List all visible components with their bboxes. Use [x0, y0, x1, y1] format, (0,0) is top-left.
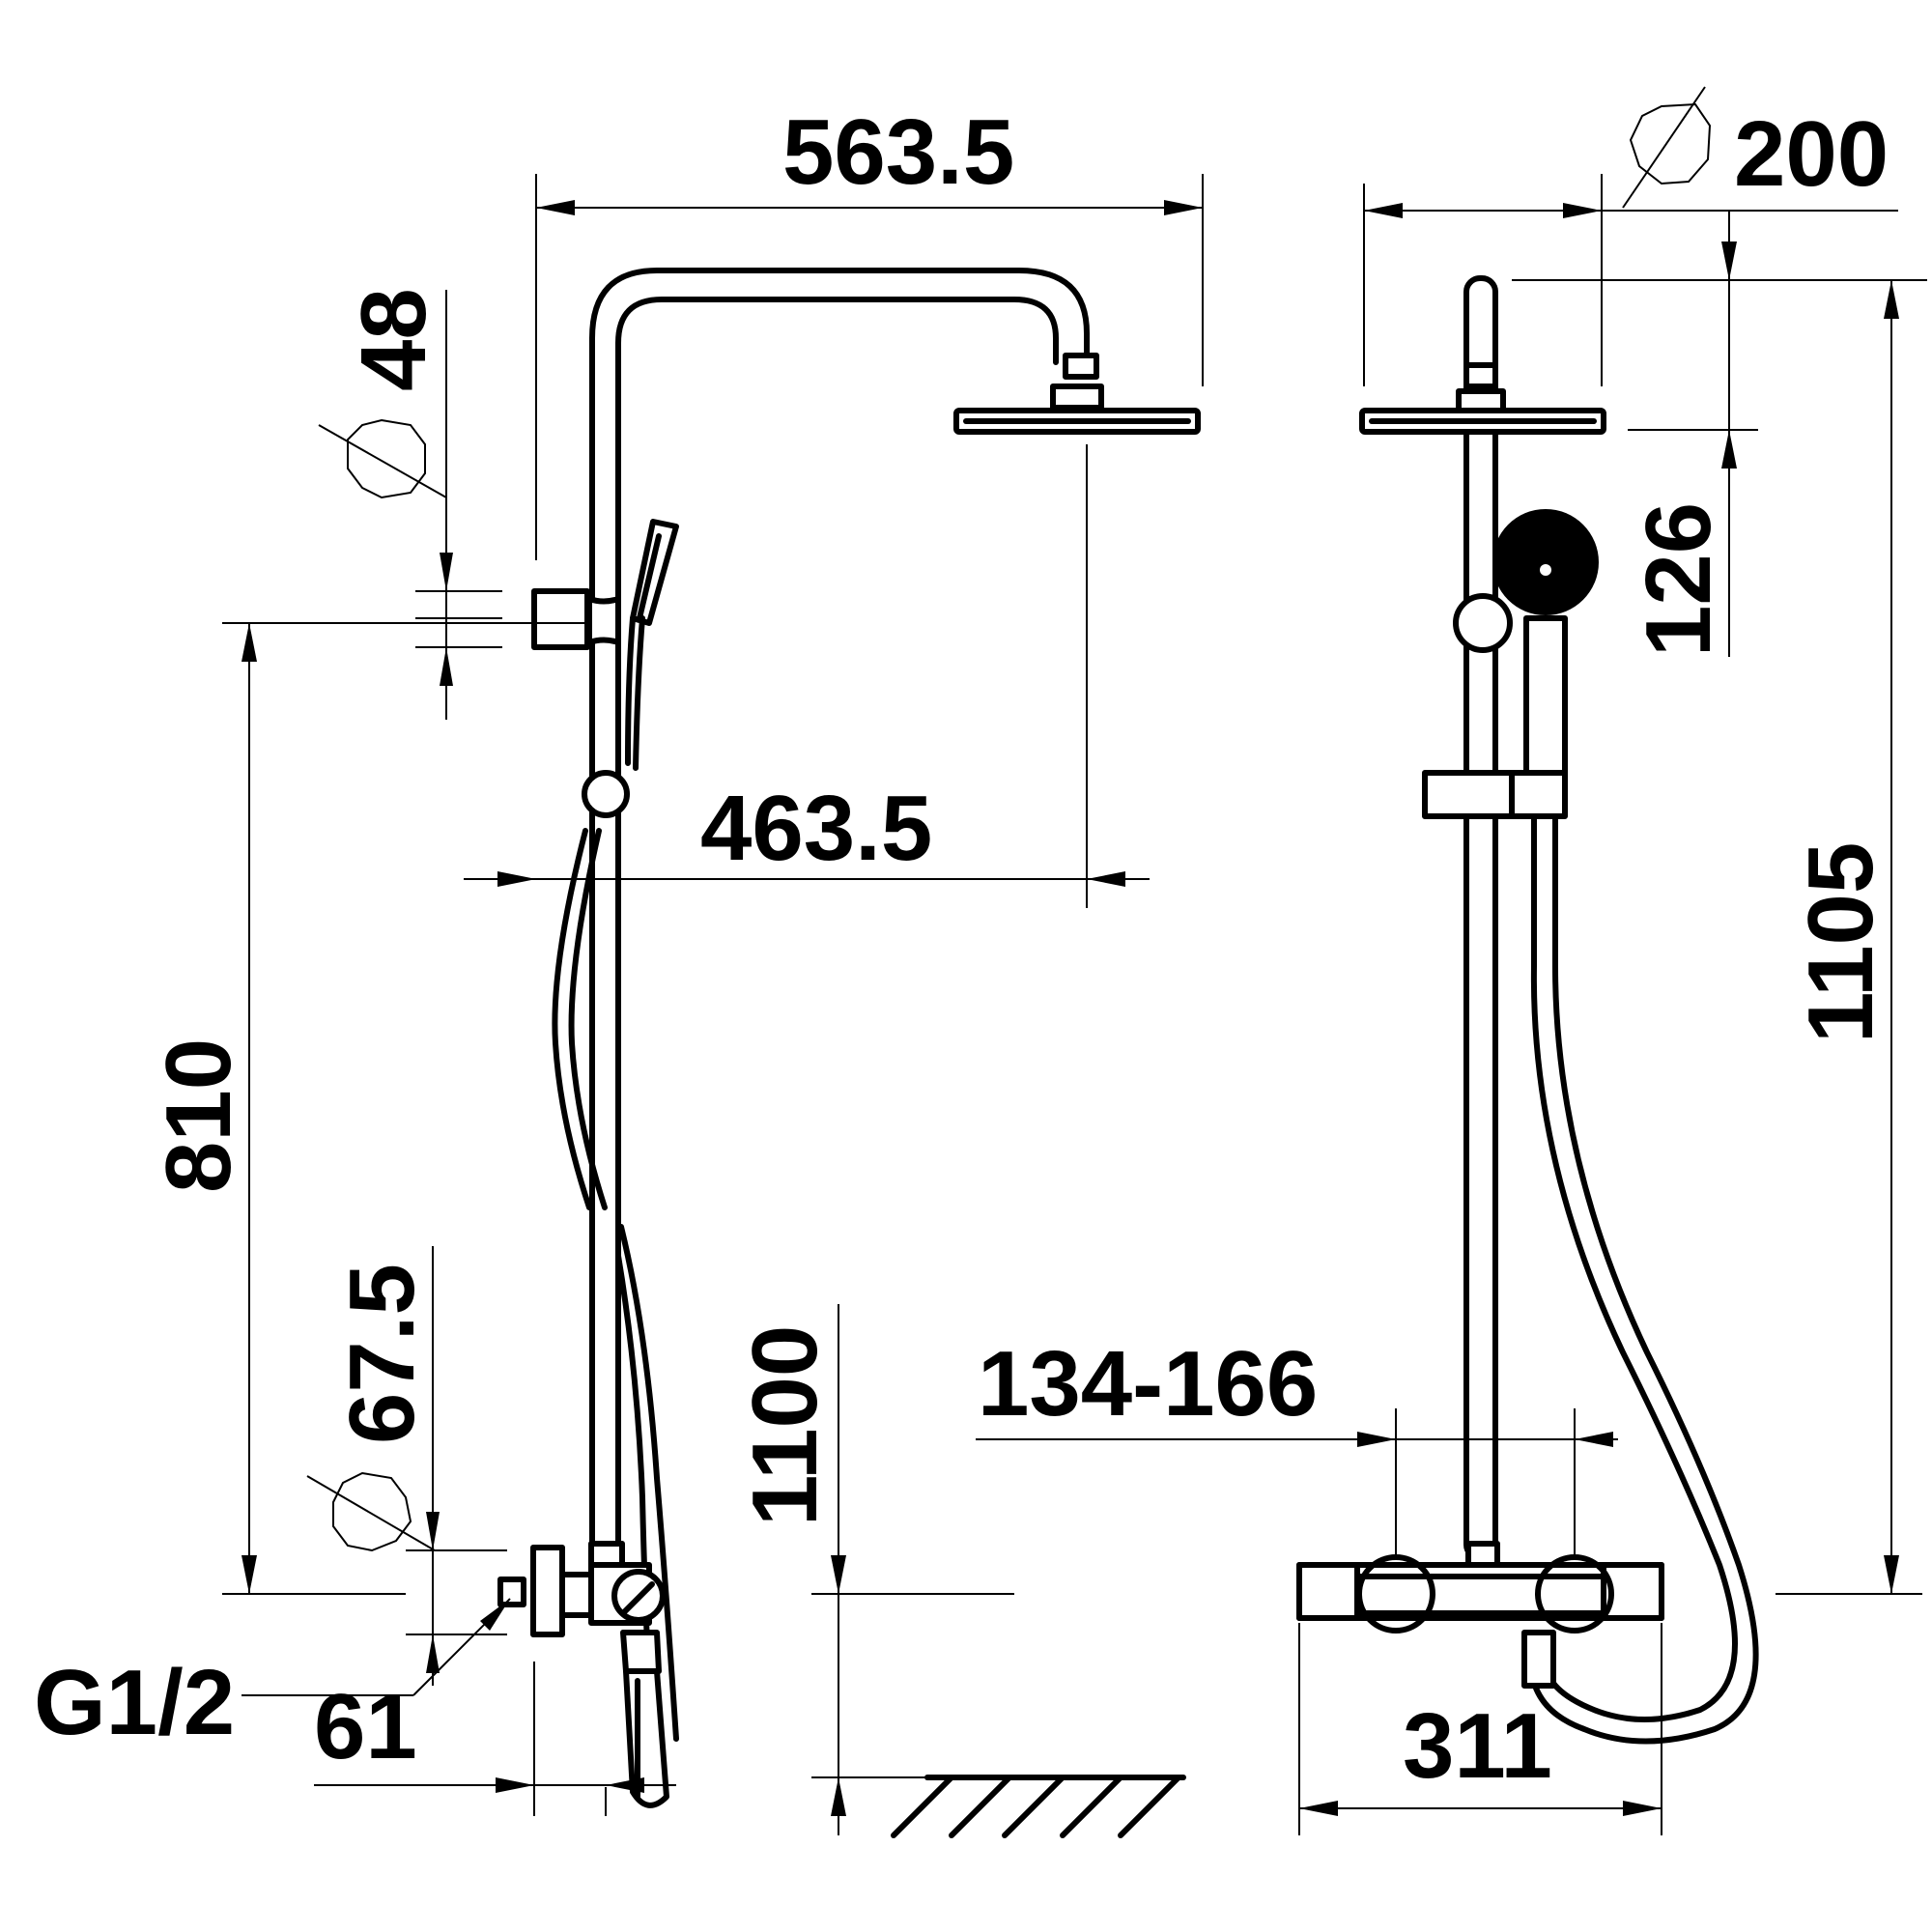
dim-label-134166: 134-166	[978, 1332, 1318, 1435]
front-hose-outer	[1530, 813, 1738, 1722]
front-hose-inner	[1528, 813, 1759, 1745]
arrow-48-bottom	[440, 647, 453, 686]
arrow-126-bottom	[1721, 430, 1737, 469]
dim-label-126: 126	[1627, 502, 1730, 657]
dim-label-563: 563.5	[782, 100, 1014, 204]
hose-lower-outer	[618, 1224, 679, 1742]
floor-hatch-icon	[891, 1775, 1186, 1838]
front-riser-base	[1465, 1541, 1500, 1568]
front-slider-knob	[1453, 593, 1513, 653]
head-joint	[1050, 384, 1104, 411]
arrow-311-right	[1623, 1801, 1662, 1816]
arrow-1100-top	[831, 1555, 846, 1594]
slider-knob	[582, 770, 630, 818]
dim-label-1105: 1105	[1789, 842, 1892, 1043]
arrow-61-right	[606, 1777, 644, 1793]
arrow-g12	[480, 1599, 510, 1631]
arrow-48-top	[440, 553, 453, 591]
arrow-810-top	[242, 623, 257, 662]
arrow-126-top	[1721, 242, 1737, 280]
arrow-4635-left	[497, 871, 536, 887]
hand-shower-grip-2	[633, 615, 645, 771]
front-outlet	[1521, 1630, 1556, 1689]
dim-label-1100: 1100	[733, 1325, 837, 1526]
head-connector	[1063, 353, 1099, 380]
hand-shower-detail	[637, 533, 662, 621]
mixer-center	[1354, 1574, 1606, 1616]
hand-shower-grip	[625, 615, 636, 766]
dim-label-4635: 463.5	[700, 777, 932, 880]
front-riser	[1463, 275, 1498, 1561]
dim-label-g12: G1/2	[34, 1651, 235, 1754]
dim-label-200: 200	[1734, 102, 1889, 206]
arrow-563-right	[1164, 200, 1203, 215]
side-view: 563.5 48 463.5 810	[34, 100, 1204, 1838]
front-holder	[1422, 770, 1568, 819]
mixer-eccentric-right	[1535, 1554, 1614, 1634]
shower-hose-inner	[568, 828, 608, 1210]
mixer-left-cap	[1296, 1562, 1360, 1621]
outlet-spout	[620, 1630, 662, 1674]
shower-hose-outer	[552, 828, 592, 1210]
mixer-eccentric-left	[1356, 1554, 1435, 1634]
arrow-810-bottom	[242, 1555, 257, 1594]
arrow-675-bottom	[426, 1634, 440, 1673]
arrow-311-left	[1299, 1801, 1338, 1816]
front-connector	[1463, 362, 1498, 389]
arrow-1100-bottom	[831, 1777, 846, 1816]
arrow-1105-top	[1884, 280, 1899, 319]
dim-label-675: 67.5	[330, 1264, 434, 1444]
arrow-200-right	[1563, 203, 1602, 218]
hand-shower-slider	[586, 596, 621, 645]
arrow-134-left	[1357, 1432, 1396, 1447]
dim-label-48: 48	[342, 288, 445, 391]
diameter-icon-675	[306, 1471, 436, 1552]
dim-label-61: 61	[314, 1675, 417, 1778]
arrow-4635-right	[1087, 871, 1125, 887]
arrow-134-right	[1575, 1432, 1613, 1447]
front-view: 200 126 1105 134-166 311	[976, 86, 1927, 1835]
mixer-wall-plate	[530, 1545, 565, 1637]
mixer-connector	[559, 1572, 594, 1618]
arrow-1105-bottom	[1884, 1555, 1899, 1594]
dim-label-810: 810	[147, 1038, 250, 1193]
wall-bracket-top	[531, 588, 590, 650]
riser-base	[588, 1541, 625, 1568]
arrow-61-left	[496, 1777, 534, 1793]
hand-shower-handle	[1523, 615, 1568, 776]
inlet-nut	[497, 1577, 526, 1607]
arrow-675-top	[426, 1512, 440, 1550]
dim-label-311: 311	[1403, 1694, 1552, 1798]
riser-pipe-outer	[589, 268, 1090, 1548]
hand-shower-center	[1540, 564, 1551, 576]
knob-mark	[620, 1581, 655, 1616]
diameter-icon	[318, 418, 447, 499]
diameter-icon-200	[1622, 86, 1712, 209]
riser-pipe-inner	[615, 297, 1059, 1548]
arrow-200-left	[1364, 203, 1403, 218]
arrow-563-left	[536, 200, 575, 215]
hand-shower-face	[1492, 509, 1599, 615]
